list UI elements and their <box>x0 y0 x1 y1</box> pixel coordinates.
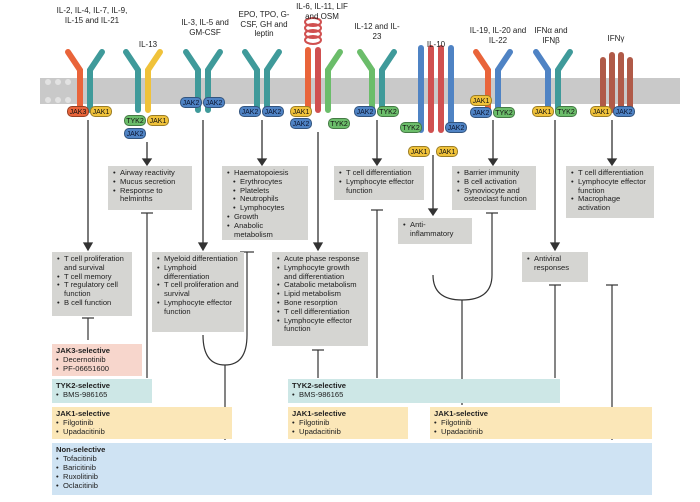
jak2-kinase: JAK2 <box>354 106 376 117</box>
il13-receptor-a <box>123 49 141 113</box>
function-box-il19: Barrier immunityB cell activationSynovio… <box>452 166 536 210</box>
tyk2-kinase: TYK2 <box>377 106 399 117</box>
jak2-kinase: JAK2 <box>239 106 261 117</box>
jak1-kinase: JAK1 <box>470 95 492 106</box>
il2-receptor-chain-a <box>65 49 83 113</box>
receptor-label-ifng: IFNγ <box>607 34 625 43</box>
inhibitor-jak1-selective-right: JAK1-selective FilgotinibUpadacitinib <box>430 407 652 439</box>
jak3-kinase: JAK3 <box>67 106 89 117</box>
function-box-il3: Myeloid differentiationLymphoid differen… <box>152 252 244 332</box>
receptor-label-il2: IL-2, IL-4, IL-7, IL-9, IL-15 and IL-21 <box>56 6 128 25</box>
inhibitor-jak1-selective-left: JAK1-selective FilgotinibUpadacitinib <box>52 407 232 439</box>
function-box-il6: Acute phase responseLymphocyte growth an… <box>272 252 368 346</box>
receptor-label-il6: IL-6, IL-11, LIF and OSM <box>296 2 348 21</box>
tyk2-kinase: TYK2 <box>124 115 146 126</box>
inhibitor-non-selective: Non-selective TofacitinibBaricitinibRuxo… <box>52 443 652 495</box>
jak1-kinase: JAK1 <box>90 106 112 117</box>
jak1-kinase: JAK1 <box>436 146 458 157</box>
receptor-label-il12: IL-12 and IL-23 <box>354 22 400 41</box>
receptor-label-ifna: IFNα and IFNβ <box>534 26 568 45</box>
function-box-il10: Anti-inflammatory <box>398 218 472 244</box>
jak2-kinase: JAK2 <box>290 118 312 129</box>
jak2-kinase: JAK2 <box>613 106 635 117</box>
il13-receptor-b <box>145 49 163 113</box>
inhibitor-jak3-selective: JAK3-selective DecernotinibPF-06651600 <box>52 344 142 376</box>
receptor-label-epo: EPO, TPO, G-CSF, GH and leptin <box>238 10 290 38</box>
inhibitor-tyk2-selective-right: TYK2-selective BMS-986165 <box>288 379 560 403</box>
receptor-label-il10: IL-10 <box>426 40 446 49</box>
receptor-label-il13: IL-13 <box>138 40 158 49</box>
jak2-kinase: JAK2 <box>470 107 492 118</box>
tyk2-kinase: TYK2 <box>400 122 422 133</box>
jak2-kinase: JAK2 <box>262 106 284 117</box>
jak1-kinase: JAK1 <box>408 146 430 157</box>
function-box-ifna: Antiviral responses <box>522 252 588 282</box>
function-box-il12: T cell differentiationLymphocyte effecto… <box>334 166 424 200</box>
receptor-label-il19: IL-19, IL-20 and IL-22 <box>469 26 527 45</box>
tyk2-kinase: TYK2 <box>493 107 515 118</box>
jak2-kinase: JAK2 <box>180 97 202 108</box>
function-box-epo: Haematopoiesis Erythrocytes Platelets Ne… <box>222 166 308 240</box>
tyk2-kinase: TYK2 <box>328 118 350 129</box>
inhibitor-tyk2-selective-left: TYK2-selective BMS-986165 <box>52 379 152 403</box>
jak1-kinase: JAK1 <box>290 106 312 117</box>
jak1-kinase: JAK1 <box>590 106 612 117</box>
jak1-kinase: JAK1 <box>147 115 169 126</box>
function-box-ifng: T cell differentiationLymphocyte effecto… <box>566 166 654 218</box>
jak2-kinase: JAK2 <box>203 97 225 108</box>
tyk2-kinase: TYK2 <box>555 106 577 117</box>
inhibitor-jak1-selective-mid: JAK1-selective FilgotinibUpadacitinib <box>288 407 408 439</box>
jak1-kinase: JAK1 <box>532 106 554 117</box>
function-box-il13: Airway reactivityMucus secretionResponse… <box>108 166 192 210</box>
jak2-kinase: JAK2 <box>445 122 467 133</box>
jak2-kinase: JAK2 <box>124 128 146 139</box>
function-box-il2: T cell proliferation and survivalT cell … <box>52 252 132 316</box>
il2-receptor-chain-b <box>87 49 105 113</box>
receptor-label-il3: IL-3, IL-5 and GM-CSF <box>181 18 229 37</box>
